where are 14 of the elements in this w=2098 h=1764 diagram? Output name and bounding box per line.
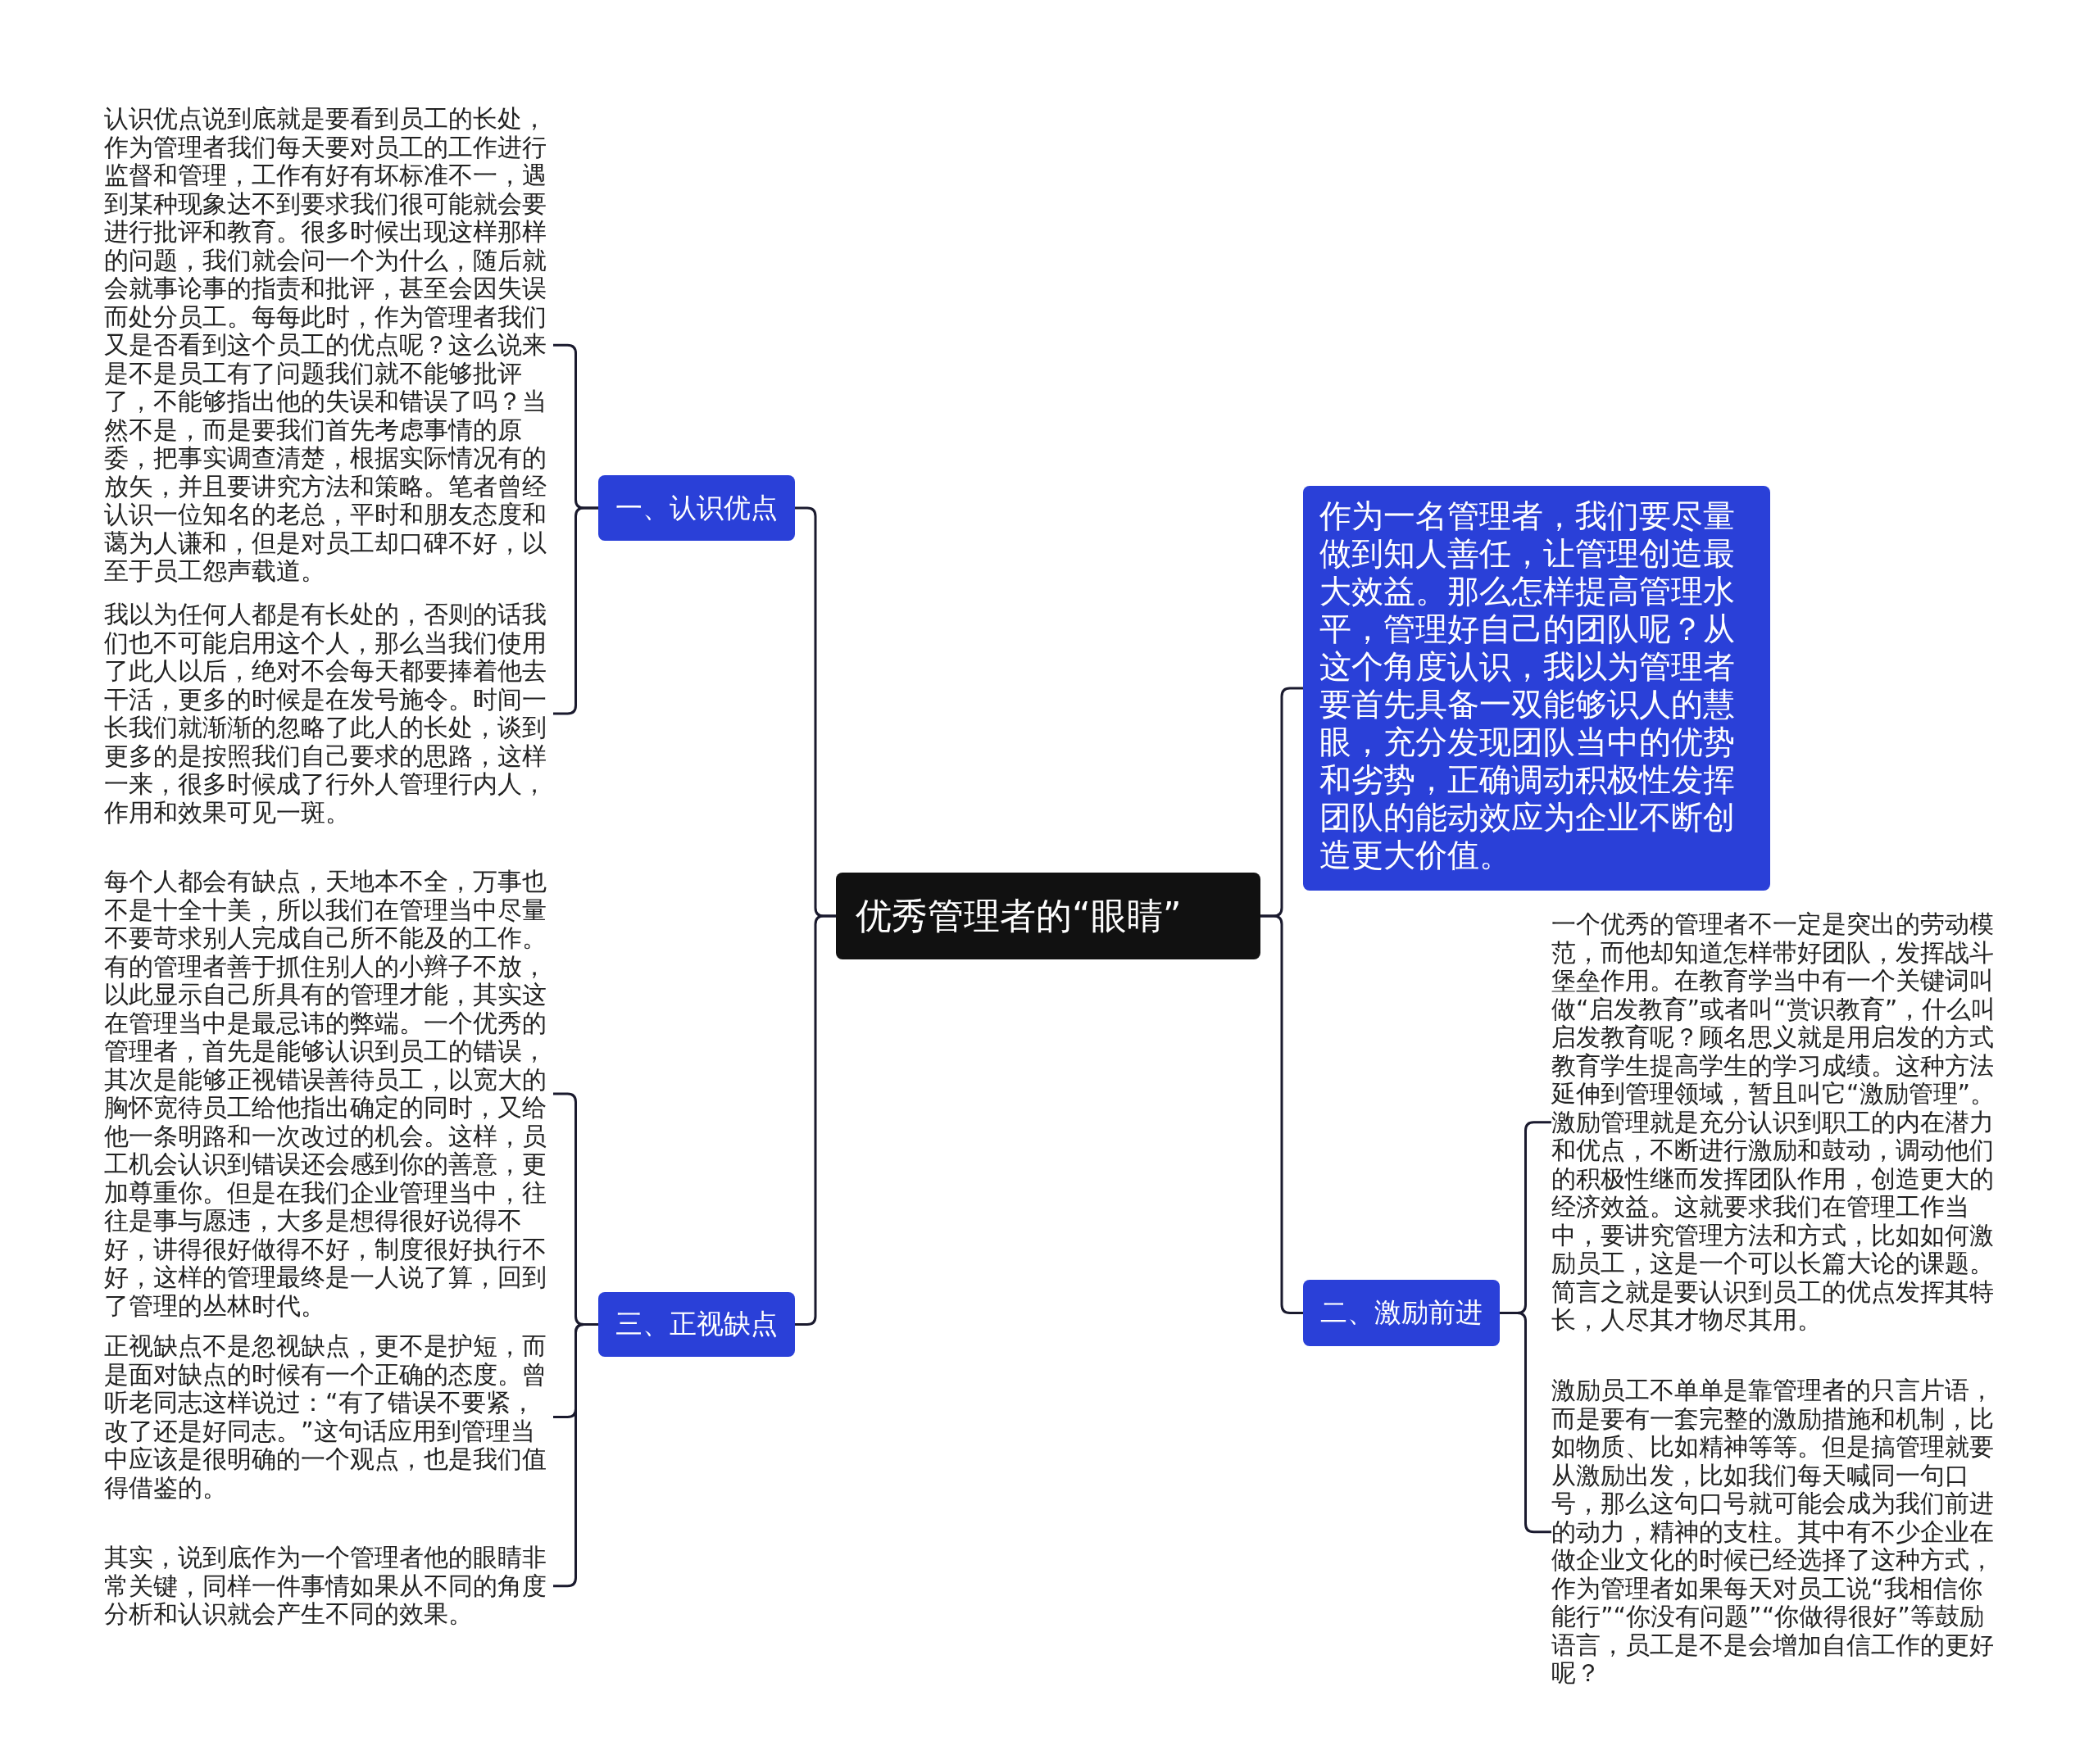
branch-topic: 二、激励前进 <box>1303 1280 1500 1346</box>
topic-text: 每个人都会有缺点，天地本不全，万事也不是十全十美，所以我们在管理当中尽量不要苛求别人完成自己所不能及的工作。有的管理者善于抓住别人的小辫子不放，以此显示自己所具有的管理才能，其实这在管理当中是最忌讳的弊端。一个优秀的管理者，首先是能够认识到员工的错误，其次是能够正视错误善待员工，以宽大的胸怀宽待员工给他指出确定的同时，又给他一条明路和一次改过的机会。这样，员工机会认识到错误还会感到你的善意，更加尊重你。但是在我们企业管理当中，往往是事与愿违，大多是想得很好说得不好，讲得很好做得不好，制度很好执行不好，这样的管理最终是一人说了算，回到了管理的丛林时代。 <box>104 868 553 1320</box>
connector-line <box>1260 914 1303 1314</box>
topic-text: 认识优点说到底就是要看到员工的长处，作为管理者我们每天要对员工的工作进行监督和管理，工作有好有坏标准不一，遇到某种现象达不到要求我们很可能就会要进行批评和教育。很多时候出现这样那样的问题，我们就会问一个为什么，随后就会就事论事的指责和批评，甚至会因失误而处分员工。每每此时，作为管理者我们又是否看到这个员工的优点呢？这么说来是不是员工有了问题我们就不能够批评了，不能够指出他的失误和错误了吗？当然不是，而是要我们首先考虑事情的原委，把事实调查清楚，根据实际情况有的放矢，并且要讲究方法和策略。笔者曾经认识一位知名的老总，平时和朋友态度和蔼为人谦和，但是对员工却口碑不好，以至于员工怨声载道。 <box>104 105 553 586</box>
topic-text: 正视缺点不是忽视缺点，更不是护短，而是面对缺点的时候有一个正确的态度。曾听老同志这样说过：“有了错误不要紧，改了还是好同志。”这句话应用到管理当中应该是很明确的一个观点，也是我们值得借鉴的。 <box>104 1332 553 1502</box>
topic-text: 一个优秀的管理者不一定是突出的劳动模范，而他却知道怎样带好团队，发挥战斗堡垒作用。在教育学当中有一个关键词叫做“启发教育”或者叫“赏识教育”，什么叫启发教育呢？顾名思义就是用启发的方式教育学生提高学生的学习成绩。这种方法延伸到管理领域，暂且叫它“激励管理”。激励管理就是充分认识到职工的内在潜力和优点，不断进行激励和鼓动，调动他们的积极性继而发挥团队作用，创造更大的经济效益。这就要求我们在管理工作当中，要讲究管理方法和方式，比如如何激励员工，这是一个可以长篇大论的课题。简言之就是要认识到员工的优点发挥其特长，人尽其才物尽其用。 <box>1551 910 2000 1335</box>
topic-text: 我以为任何人都是有长处的，否则的话我们也不可能启用这个人，那么当我们使用了此人以后，绝对不会每天都要捧着他去干活，更多的时候是在发号施令。时间一长我们就渐渐的忽略了此人的长处，谈到更多的是按照我们自己要求的思路，这样一来，很多时候成了行外人管理行内人，作用和效果可见一斑。 <box>104 601 553 827</box>
branch-topic: 一、认识优点 <box>598 475 795 541</box>
branch-topic: 三、正视缺点 <box>598 1292 795 1357</box>
topic-text: 激励员工不单单是靠管理者的只言片语，而是要有一套完整的激励措施和机制，比如物质、比如精神等等。但是搞管理就要从激励出发，比如我们每天喊同一句口号，那么这句口号就可能会成为我们前进的动力，精神的支柱。其中有不少企业在做企业文化的时候已经选择了这种方式，作为管理者如果每天对员工说“我相信你能行”“你没有问题”“你做得很好”等鼓励语言，员工是不是会增加自信工作的更好呢？ <box>1551 1376 2000 1688</box>
root-topic: 优秀管理者的“眼睛” <box>836 873 1260 959</box>
topic-text: 其实，说到底作为一个管理者他的眼睛非常关键，同样一件事情如果从不同的角度分析和认识就会产生不同的效果。 <box>104 1544 553 1629</box>
connector-line <box>795 914 836 1326</box>
summary-topic: 作为一名管理者，我们要尽量做到知人善任，让管理创造最大效益。那么怎样提高管理水平，管理好自己的团队呢？从这个角度认识，我以为管理者要首先具备一双能够识人的慧眼，充分发现团队当中的优势和劣势，正确调动积极性发挥团队的能动效应为企业不断创造更大价值。 <box>1303 486 1770 891</box>
